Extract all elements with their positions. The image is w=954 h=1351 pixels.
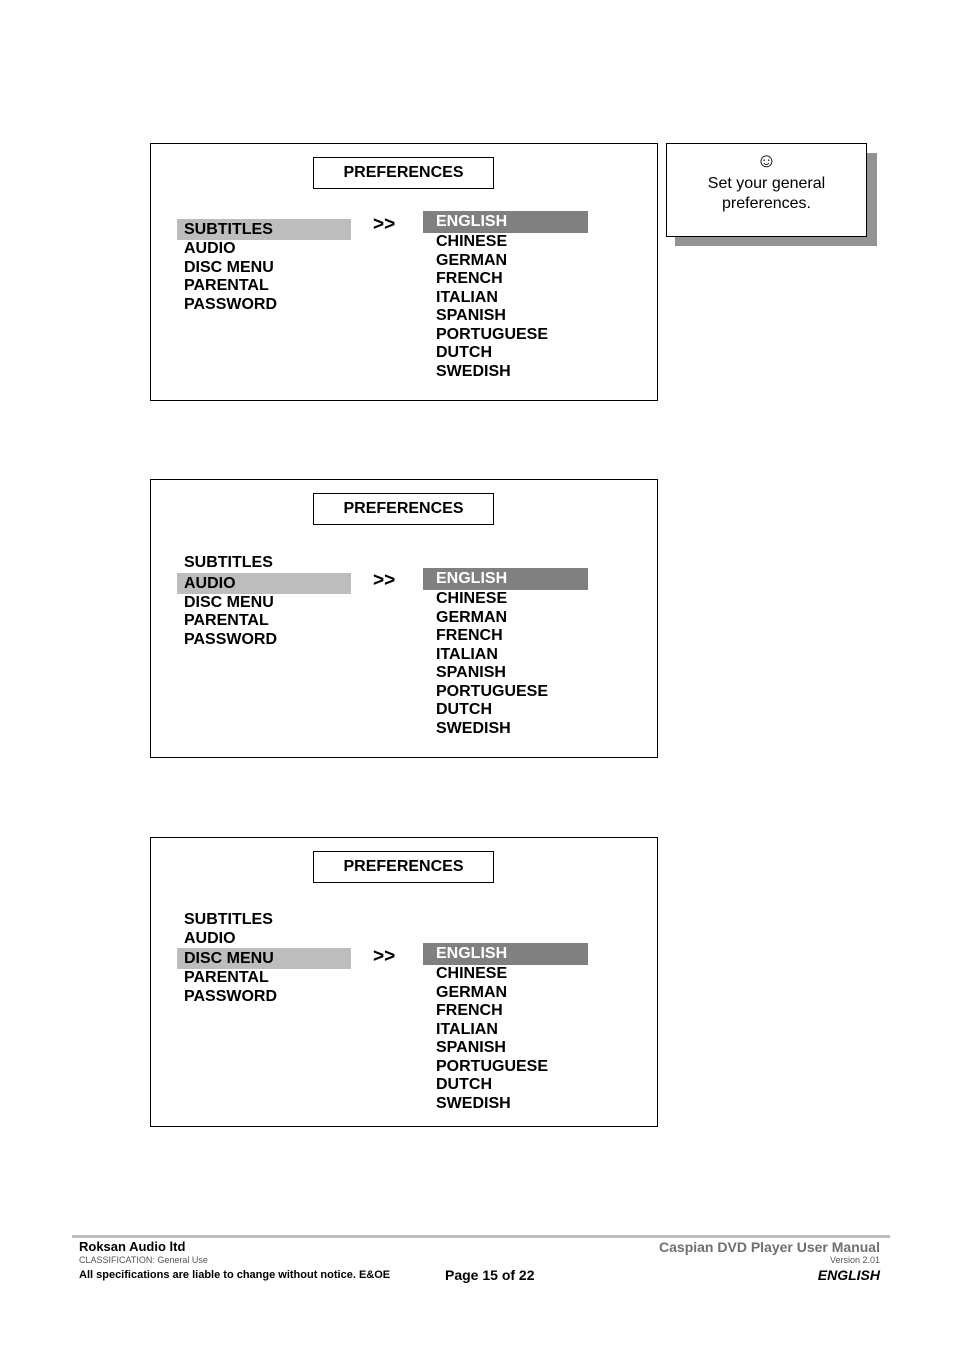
menu-item-password[interactable]: PASSWORD bbox=[184, 987, 278, 1005]
menu-item-subtitles[interactable]: SUBTITLES bbox=[177, 219, 351, 240]
submenu-arrow: >> bbox=[373, 946, 396, 967]
language-option-portuguese[interactable]: PORTUGUESE bbox=[436, 1057, 549, 1075]
language-option-italian[interactable]: ITALIAN bbox=[436, 645, 498, 663]
language-option-spanish[interactable]: SPANISH bbox=[436, 307, 506, 324]
manual-title: Caspian DVD Player User Manual bbox=[659, 1239, 880, 1255]
menu-item-password[interactable]: PASSWORD bbox=[184, 295, 278, 313]
panel-title: PREFERENCES bbox=[313, 851, 494, 883]
menu-item-parental[interactable]: PARENTAL bbox=[184, 969, 269, 986]
preferences-menu: SUBTITLES AUDIO DISC MENU PARENTAL PASSW… bbox=[177, 911, 351, 1006]
menu-item-audio[interactable]: AUDIO bbox=[177, 572, 351, 594]
language-option-french[interactable]: FRENCH bbox=[436, 627, 503, 644]
footer-notice: All specifications are liable to change … bbox=[79, 1269, 391, 1281]
language-option-chinese[interactable]: CHINESE bbox=[436, 590, 508, 607]
language-option-italian[interactable]: ITALIAN bbox=[436, 288, 498, 306]
language-option-swedish[interactable]: SWEDISH bbox=[436, 362, 511, 380]
language-option-english[interactable]: ENGLISH bbox=[423, 943, 588, 965]
language-option-dutch[interactable]: DUTCH bbox=[436, 1076, 492, 1093]
footer-version: Version 2.01 bbox=[829, 1255, 880, 1265]
language-option-german[interactable]: GERMAN bbox=[436, 251, 508, 269]
page-number: Page 15 of 22 bbox=[445, 1267, 535, 1283]
tip-box: ☺ Set your general preferences. bbox=[666, 143, 867, 237]
preferences-menu: SUBTITLES AUDIO DISC MENU PARENTAL PASSW… bbox=[177, 554, 351, 649]
preferences-menu: SUBTITLES AUDIO DISC MENU PARENTAL PASSW… bbox=[177, 219, 351, 314]
language-option-portuguese[interactable]: PORTUGUESE bbox=[436, 682, 549, 700]
language-option-portuguese[interactable]: PORTUGUESE bbox=[436, 325, 549, 343]
language-option-swedish[interactable]: SWEDISH bbox=[436, 1094, 511, 1112]
menu-item-parental[interactable]: PARENTAL bbox=[184, 277, 269, 294]
menu-item-password[interactable]: PASSWORD bbox=[184, 630, 278, 648]
language-option-dutch[interactable]: DUTCH bbox=[436, 344, 492, 361]
language-list: ENGLISH CHINESE GERMAN FRENCH ITALIAN SP… bbox=[423, 943, 588, 1113]
menu-item-subtitles[interactable]: SUBTITLES bbox=[184, 554, 273, 571]
language-option-dutch[interactable]: DUTCH bbox=[436, 701, 492, 718]
tip-text-line-1: Set your general bbox=[707, 175, 826, 192]
language-option-german[interactable]: GERMAN bbox=[436, 608, 508, 626]
menu-item-disc-menu[interactable]: DISC MENU bbox=[177, 948, 351, 969]
menu-item-subtitles[interactable]: SUBTITLES bbox=[184, 911, 273, 928]
menu-item-parental[interactable]: PARENTAL bbox=[184, 612, 269, 629]
preferences-panel-2: PREFERENCES SUBTITLES AUDIO DISC MENU PA… bbox=[150, 479, 658, 758]
language-option-chinese[interactable]: CHINESE bbox=[436, 965, 508, 982]
smiley-icon: ☺ bbox=[756, 150, 777, 172]
tip-text-line-2: preferences. bbox=[722, 195, 811, 212]
panel-title: PREFERENCES bbox=[313, 157, 494, 189]
menu-item-disc-menu[interactable]: DISC MENU bbox=[184, 593, 274, 611]
language-option-french[interactable]: FRENCH bbox=[436, 1002, 503, 1019]
language-option-spanish[interactable]: SPANISH bbox=[436, 664, 506, 681]
language-option-italian[interactable]: ITALIAN bbox=[436, 1020, 498, 1038]
language-option-english[interactable]: ENGLISH bbox=[423, 211, 588, 233]
language-option-swedish[interactable]: SWEDISH bbox=[436, 719, 511, 737]
menu-item-audio[interactable]: AUDIO bbox=[184, 240, 236, 257]
menu-item-audio[interactable]: AUDIO bbox=[184, 929, 236, 947]
footer-divider bbox=[72, 1235, 890, 1238]
footer-company: Roksan Audio ltd bbox=[79, 1239, 186, 1254]
preferences-panel-1: PREFERENCES SUBTITLES AUDIO DISC MENU PA… bbox=[150, 143, 658, 401]
panel-title: PREFERENCES bbox=[313, 493, 494, 525]
submenu-arrow: >> bbox=[373, 570, 396, 591]
language-list: ENGLISH CHINESE GERMAN FRENCH ITALIAN SP… bbox=[423, 211, 588, 381]
footer-classification: CLASSIFICATION: General Use bbox=[79, 1255, 208, 1265]
submenu-arrow: >> bbox=[373, 214, 396, 235]
language-option-english[interactable]: ENGLISH bbox=[423, 568, 588, 590]
language-list: ENGLISH CHINESE GERMAN FRENCH ITALIAN SP… bbox=[423, 568, 588, 738]
preferences-panel-3: PREFERENCES SUBTITLES AUDIO DISC MENU PA… bbox=[150, 837, 658, 1127]
footer-language: ENGLISH bbox=[817, 1267, 880, 1283]
language-option-french[interactable]: FRENCH bbox=[436, 270, 503, 287]
language-option-spanish[interactable]: SPANISH bbox=[436, 1039, 506, 1056]
menu-item-disc-menu[interactable]: DISC MENU bbox=[184, 258, 274, 276]
language-option-chinese[interactable]: CHINESE bbox=[436, 233, 508, 250]
language-option-german[interactable]: GERMAN bbox=[436, 983, 508, 1001]
